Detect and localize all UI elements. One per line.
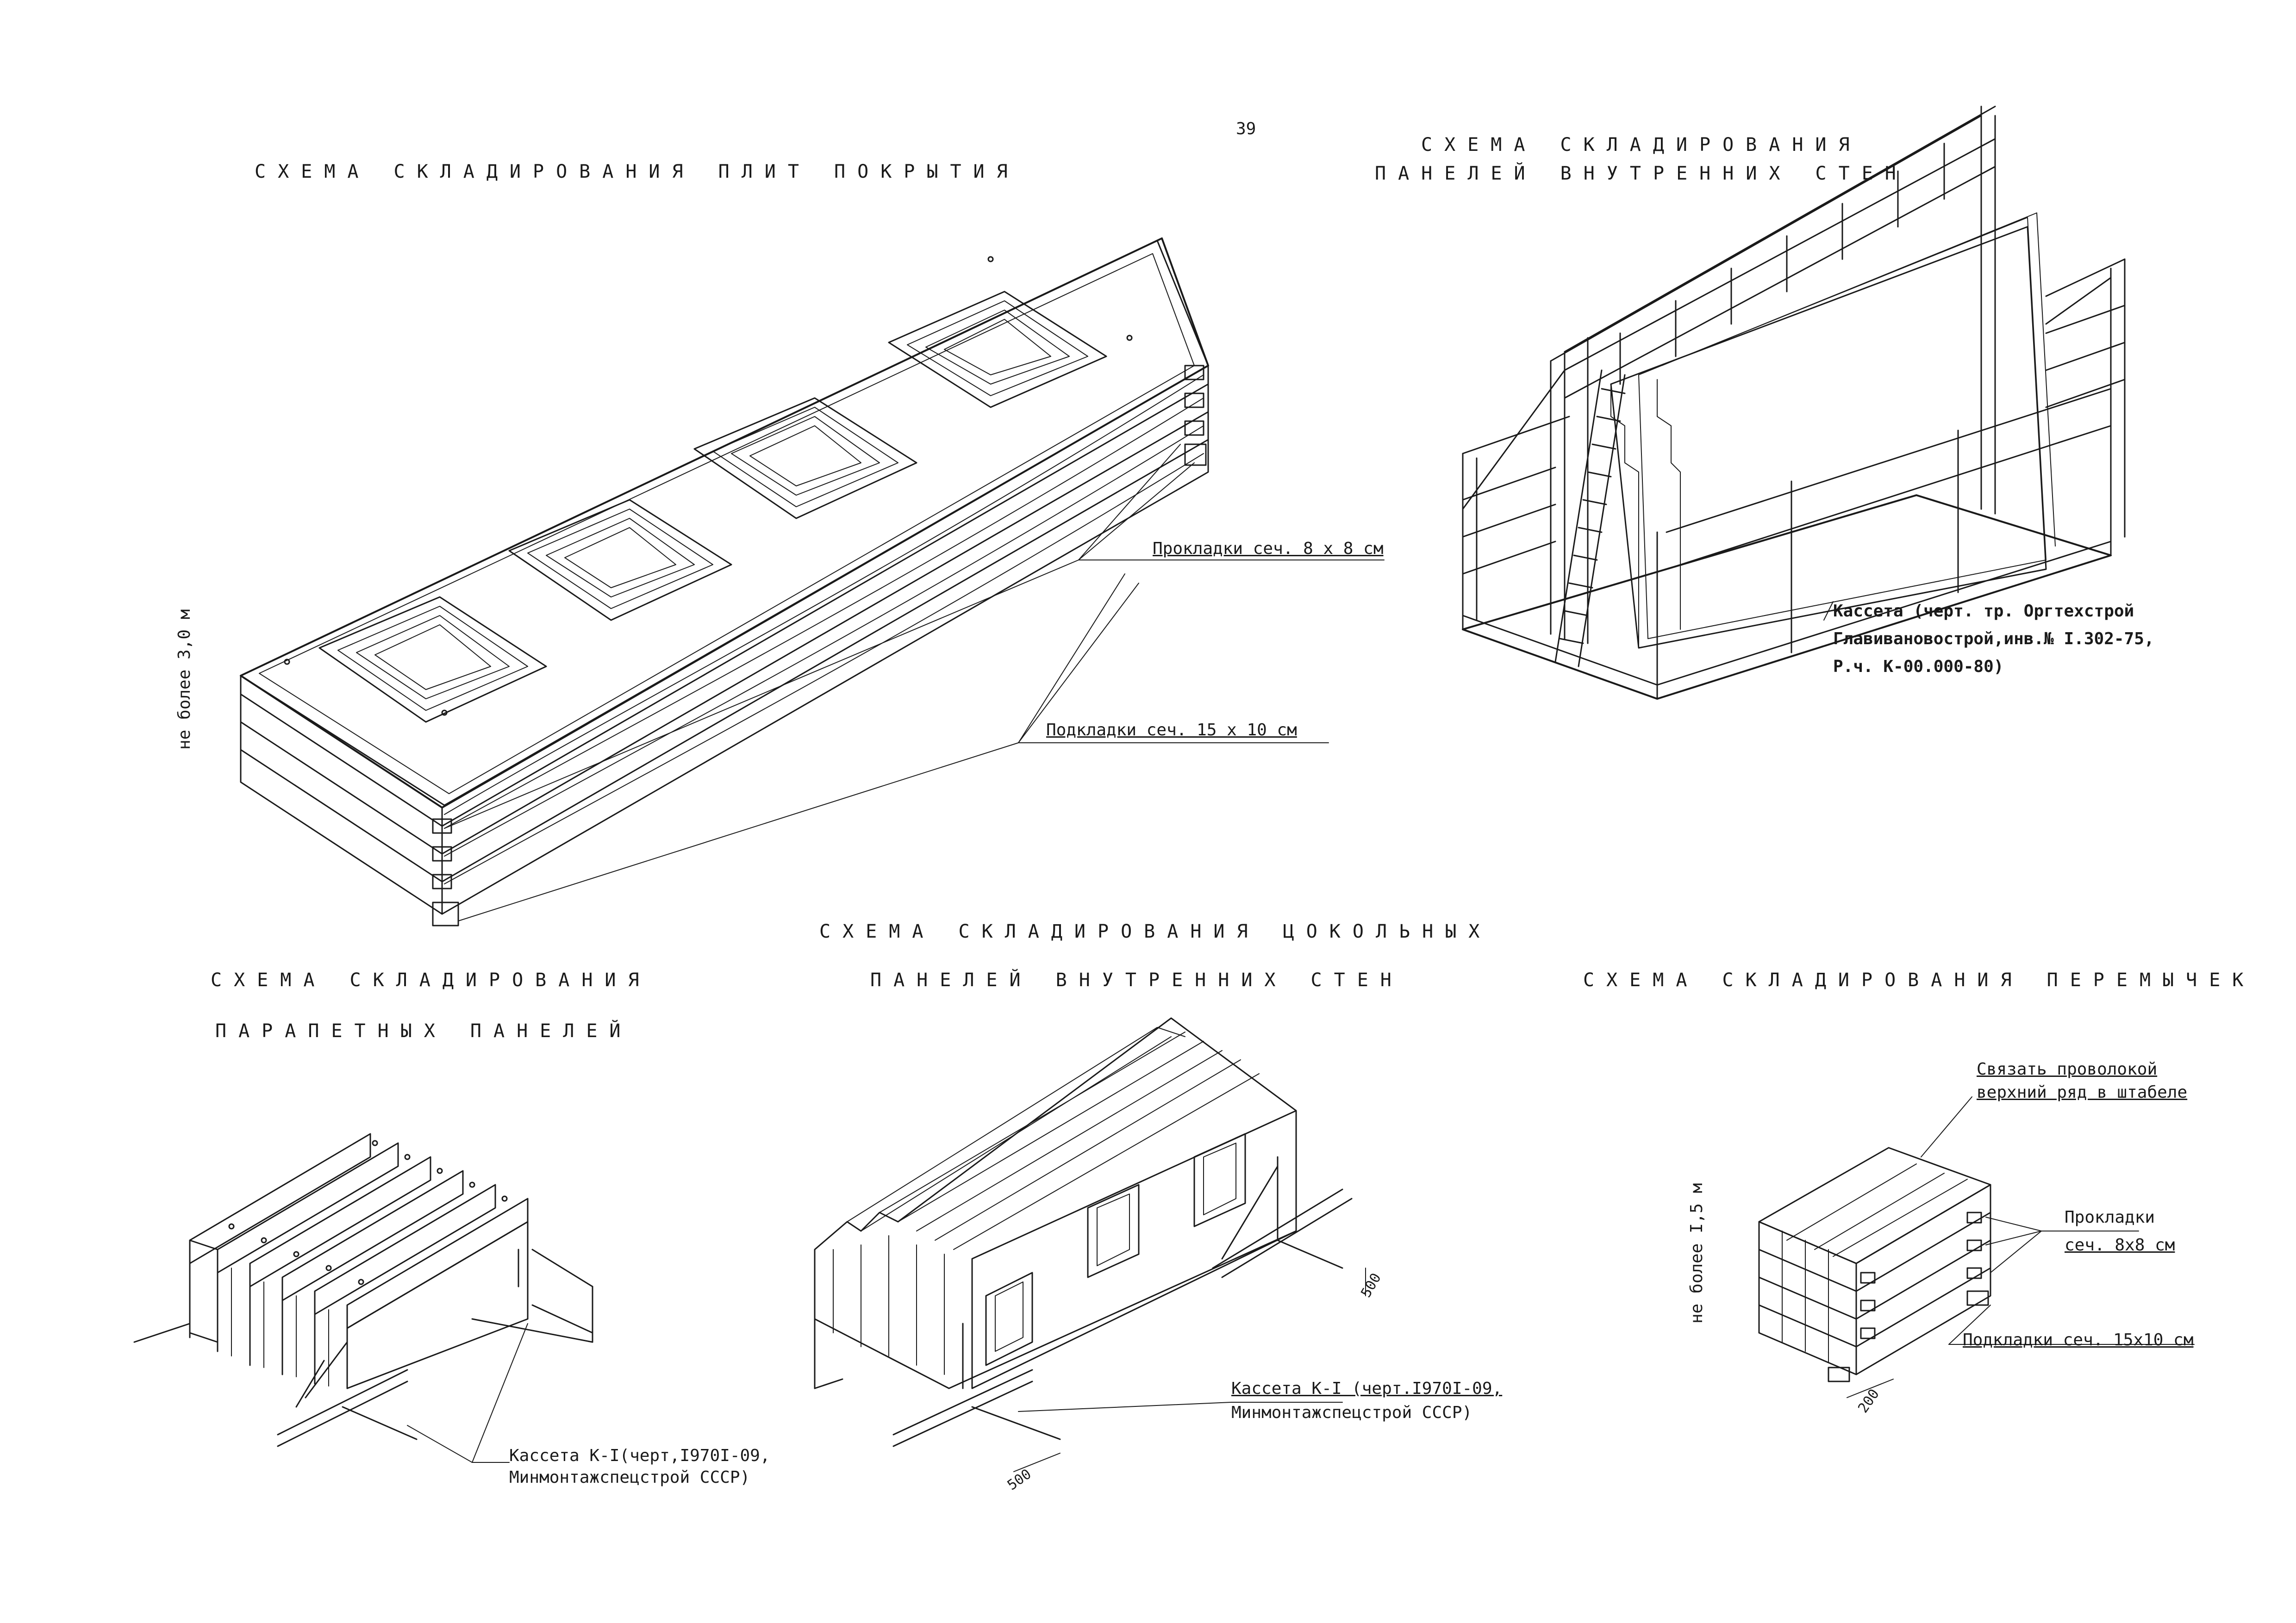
basement-cassette-line2: Минмонтажспецстрой СССР) <box>1231 1403 1472 1422</box>
basement-cassette-figure <box>815 1018 1366 1472</box>
page-number: 39 <box>1236 119 1256 138</box>
parapet-panels-title-line1: СХЕМА СКЛАДИРОВАНИЯ <box>211 970 651 991</box>
lintels-spacers-line2: сеч. 8х8 см <box>2065 1236 2175 1255</box>
roof-slabs-supports-label: Подкладки сеч. 15 х 10 см <box>1046 721 1297 740</box>
roof-slabs-title: СХЕМА СКЛАДИРОВАНИЯ ПЛИТ ПОКРЫТИЯ <box>255 161 1020 182</box>
roof-slabs-spacers-label: Прокладки сеч. 8 х 8 см <box>1153 539 1384 558</box>
lintels-stack-figure <box>1759 1097 2194 1398</box>
roof-slab-stack-figure <box>241 238 1384 926</box>
lintels-title: СХЕМА СКЛАДИРОВАНИЯ ПЕРЕМЫЧЕК <box>1583 970 2256 991</box>
inner-wall-cassette-figure <box>1463 106 2125 699</box>
inner-wall-cassette-line3: Р.ч. К-00.000-80) <box>1833 657 2004 676</box>
inner-wall-panels-title-line1: СХЕМА СКЛАДИРОВАНИЯ <box>1421 134 1862 155</box>
lintels-spacers-line1: Прокладки <box>2065 1208 2155 1227</box>
lintels-tie-line1: Связать проволокой <box>1977 1060 2158 1079</box>
basement-panels-title-line2: ПАНЕЛЕЙ ВНУТРЕННИХ СТЕН <box>870 970 1404 991</box>
basement-cassette-line1: Кассета К-I (черт.I970I-09, <box>1231 1379 1503 1398</box>
parapet-panels-title-line2: ПАРАПЕТНЫХ ПАНЕЛЕЙ <box>215 1020 633 1042</box>
inner-wall-cassette-line2: Главивановострой,инв.№ I.302-75, <box>1833 629 2154 648</box>
basement-panels-title-line1: СХЕМА СКЛАДИРОВАНИЯ ЦОКОЛЬНЫХ <box>819 921 1492 942</box>
parapet-cassette-figure <box>134 1134 593 1462</box>
inner-wall-panels-title-line2: ПАНЕЛЕЙ ВНУТРЕННИХ СТЕН <box>1375 163 1908 184</box>
parapet-cassette-line1: Кассета К-I(черт,I970I-09, <box>509 1446 770 1465</box>
lintels-supports-label: Подкладки сеч. 15х10 см <box>1963 1331 2194 1349</box>
lintels-tie-line2: верхний ряд в штабеле <box>1977 1083 2188 1102</box>
inner-wall-cassette-line1: Кассета (черт. тр. Оргтехстрой <box>1833 602 2134 621</box>
parapet-cassette-line2: Минмонтажспецстрой СССР) <box>509 1468 750 1487</box>
